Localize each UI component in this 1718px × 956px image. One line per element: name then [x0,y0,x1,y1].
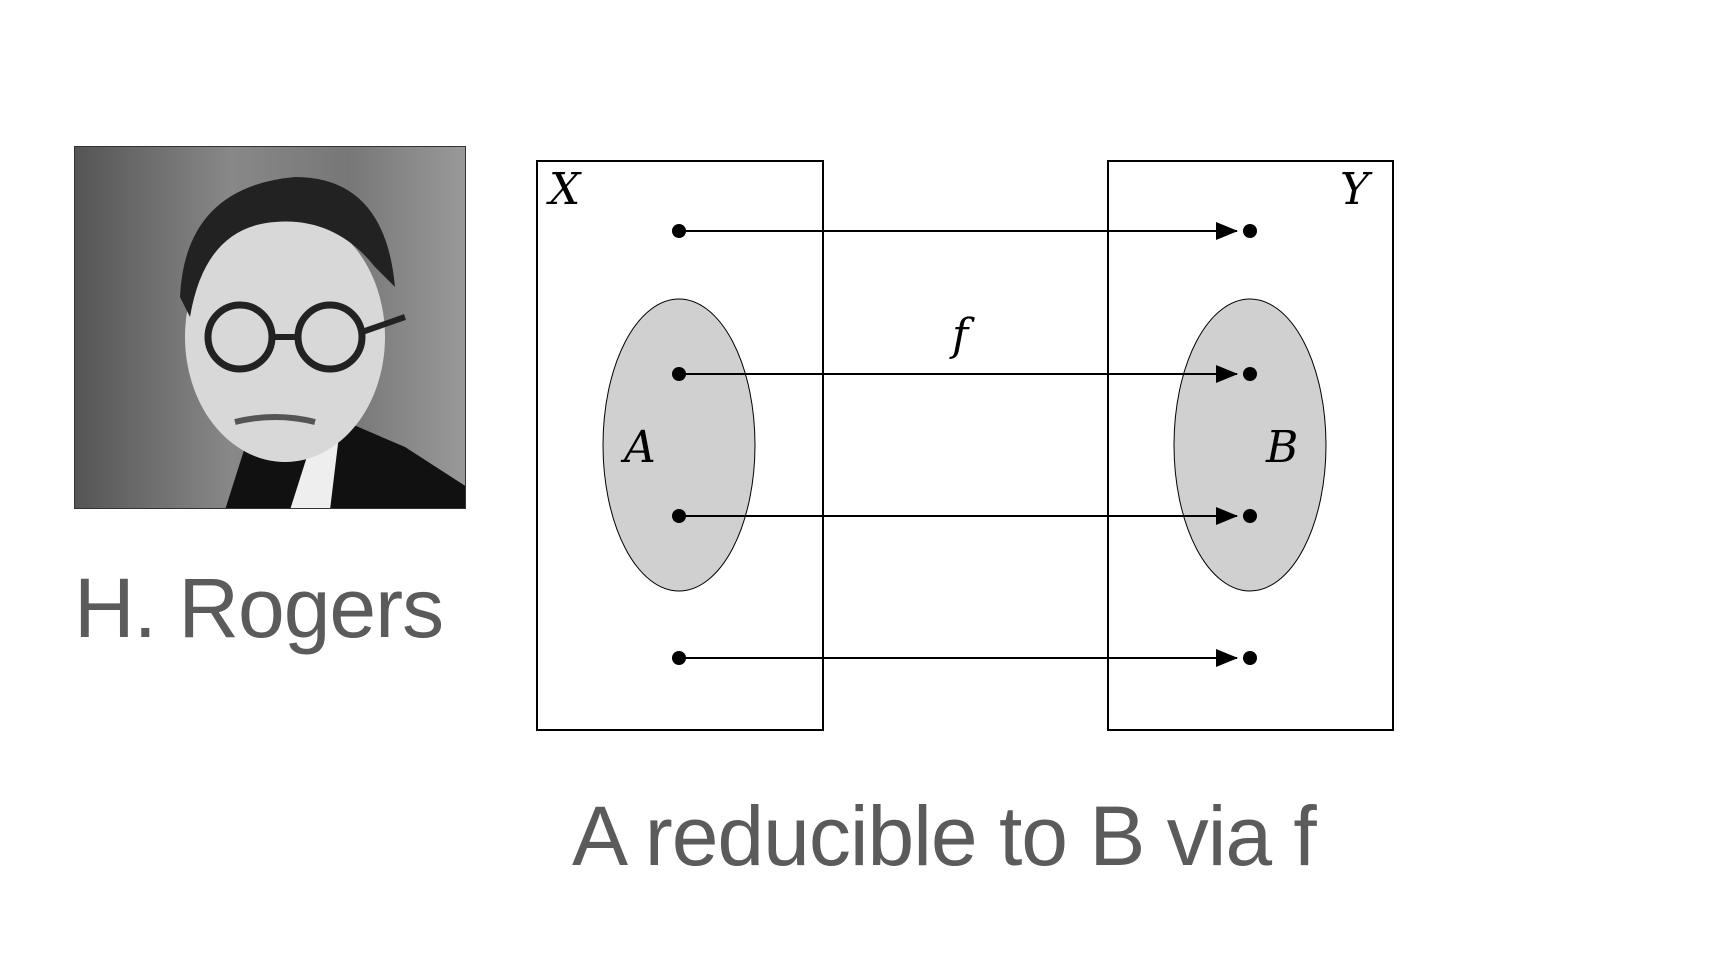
points [672,224,1257,665]
domain-set-x [536,160,824,731]
point-x1 [672,224,686,238]
portrait-image [180,177,465,508]
label-x: X [546,164,582,215]
subset-b [1173,298,1327,592]
label-y: Y [1340,164,1373,215]
arrowhead-1 [1216,222,1238,240]
mapping-arrows [679,230,1237,659]
point-y1 [1243,224,1257,238]
label-a: A [620,422,656,473]
arrowhead-2 [1216,365,1238,383]
portrait-photo [74,146,466,509]
label-b: B [1265,422,1298,473]
person-name: H. Rogers [74,561,444,655]
label-f: f [949,310,975,361]
subset-a [602,298,756,592]
arrowheads [1216,222,1238,667]
point-x4 [672,651,686,665]
point-x2 [672,367,686,381]
arrowhead-4 [1216,649,1238,667]
codomain-set-y [1107,160,1394,731]
point-y3 [1243,509,1257,523]
point-x3 [672,509,686,523]
point-y4 [1243,651,1257,665]
caption: A reducible to B via f [572,789,1317,883]
arrowhead-3 [1216,507,1238,525]
point-y2 [1243,367,1257,381]
